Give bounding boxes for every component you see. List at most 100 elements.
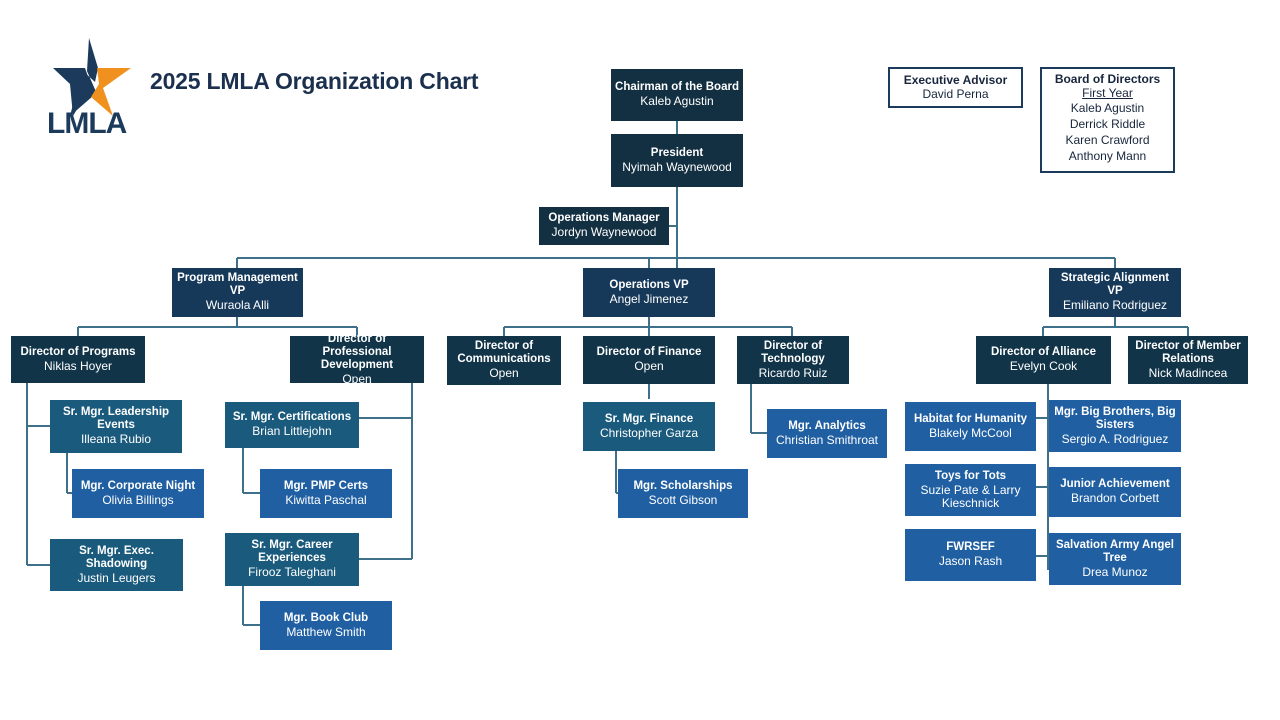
node-title: Habitat for Humanity bbox=[913, 412, 1028, 425]
node-person: Drea Munoz bbox=[1082, 564, 1148, 579]
node-operations-vp[interactable]: Operations VP Angel Jimenez bbox=[583, 268, 715, 317]
lmla-star-logo: LMLA bbox=[47, 38, 131, 134]
node-director-of-member-relations[interactable]: Director of Member Relations Nick Madinc… bbox=[1128, 336, 1248, 384]
node-person: Brandon Corbett bbox=[1070, 491, 1160, 506]
node-title: Director of Professional Development bbox=[320, 332, 394, 371]
node-title: Director of Programs bbox=[20, 345, 136, 358]
node-mgr-book-club[interactable]: Mgr. Book Club Matthew Smith bbox=[260, 601, 392, 650]
node-person: Open bbox=[489, 366, 519, 381]
node-person: Christopher Garza bbox=[599, 425, 699, 440]
panel-title: Board of Directors bbox=[1054, 72, 1161, 86]
node-strategic-alignment-vp[interactable]: Strategic Alignment VP Emiliano Rodrigue… bbox=[1049, 268, 1181, 317]
node-title: Mgr. Corporate Night bbox=[80, 479, 196, 492]
node-title: Director of Member Relations bbox=[1135, 339, 1241, 365]
panel-subtitle: First Year bbox=[1082, 86, 1133, 101]
node-person: Suzie Pate & Larry Kieschnick bbox=[920, 482, 1021, 510]
node-title: Salvation Army Angel Tree bbox=[1055, 538, 1174, 564]
board-member: Derrick Riddle bbox=[1069, 116, 1146, 131]
node-person: Nyimah Waynewood bbox=[622, 159, 732, 174]
node-title: Sr. Mgr. Leadership Events bbox=[62, 406, 170, 432]
node-sr-mgr-career-experiences[interactable]: Sr. Mgr. Career Experiences Firooz Taleg… bbox=[225, 533, 359, 586]
node-person: Open bbox=[634, 359, 664, 374]
node-title: Junior Achievement bbox=[1060, 478, 1170, 491]
node-title: Sr. Mgr. Finance bbox=[604, 412, 694, 425]
node-title: Toys for Tots bbox=[934, 469, 1007, 482]
svg-text:LMLA: LMLA bbox=[47, 107, 127, 134]
node-person: Olivia Billings bbox=[102, 492, 174, 507]
node-director-of-communications[interactable]: Director of Communications Open bbox=[447, 336, 561, 385]
node-title: Director of Technology bbox=[761, 339, 825, 365]
node-person: Ricardo Ruiz bbox=[758, 365, 828, 380]
node-person: Brian Littlejohn bbox=[252, 424, 332, 439]
node-title: Chairman of the Board bbox=[615, 81, 739, 94]
node-person: Christian Smithroat bbox=[775, 432, 879, 447]
node-person: Nick Madincea bbox=[1148, 365, 1228, 380]
node-title: Operations VP bbox=[609, 278, 689, 291]
node-fwrsef[interactable]: FWRSEF Jason Rash bbox=[905, 529, 1036, 581]
node-title: Program Management VP bbox=[177, 272, 298, 298]
node-program-management-vp[interactable]: Program Management VP Wuraola Alli bbox=[172, 268, 303, 317]
node-title: Mgr. Scholarships bbox=[633, 479, 733, 492]
node-toys-for-tots[interactable]: Toys for Tots Suzie Pate & Larry Kieschn… bbox=[905, 464, 1036, 516]
node-title: Director of Finance bbox=[596, 346, 702, 359]
node-chairman[interactable]: Chairman of the Board Kaleb Agustin bbox=[611, 69, 743, 121]
node-title: Mgr. Big Brothers, Big Sisters bbox=[1054, 405, 1176, 431]
node-director-of-technology[interactable]: Director of Technology Ricardo Ruiz bbox=[737, 336, 849, 384]
node-person: Scott Gibson bbox=[648, 492, 718, 507]
node-person: Illeana Rubio bbox=[80, 432, 152, 447]
node-person: Kaleb Agustin bbox=[640, 94, 714, 109]
node-person: Jordyn Waynewood bbox=[551, 225, 657, 240]
node-sr-mgr-finance[interactable]: Sr. Mgr. Finance Christopher Garza bbox=[583, 402, 715, 451]
node-sr-mgr-leadership-events[interactable]: Sr. Mgr. Leadership Events Illeana Rubio bbox=[50, 400, 182, 453]
node-mgr-scholarships[interactable]: Mgr. Scholarships Scott Gibson bbox=[618, 469, 748, 518]
node-person: Jason Rash bbox=[938, 554, 1003, 569]
node-title: Mgr. Book Club bbox=[283, 611, 369, 624]
node-title: Director of Alliance bbox=[990, 346, 1097, 359]
node-title: Mgr. Analytics bbox=[788, 419, 866, 432]
node-mgr-pmp-certs[interactable]: Mgr. PMP Certs Kiwitta Paschal bbox=[260, 469, 392, 518]
node-person: Justin Leugers bbox=[77, 570, 156, 585]
node-director-of-programs[interactable]: Director of Programs Niklas Hoyer bbox=[11, 336, 145, 383]
node-director-of-alliance[interactable]: Director of Alliance Evelyn Cook bbox=[976, 336, 1111, 384]
node-president[interactable]: President Nyimah Waynewood bbox=[611, 134, 743, 187]
board-member: Anthony Mann bbox=[1068, 148, 1147, 163]
node-title: Sr. Mgr. Career Experiences bbox=[251, 539, 333, 565]
node-sr-mgr-certifications[interactable]: Sr. Mgr. Certifications Brian Littlejohn bbox=[225, 402, 359, 448]
panel-executive-advisor[interactable]: Executive Advisor David Perna bbox=[888, 67, 1023, 108]
node-person: Matthew Smith bbox=[286, 624, 366, 639]
node-salvation-army-angel-tree[interactable]: Salvation Army Angel Tree Drea Munoz bbox=[1049, 533, 1181, 585]
node-mgr-analytics[interactable]: Mgr. Analytics Christian Smithroat bbox=[767, 409, 887, 458]
panel-board-of-directors[interactable]: Board of Directors First Year Kaleb Agus… bbox=[1040, 67, 1175, 173]
node-title: Director of Communications bbox=[457, 340, 551, 366]
node-title: Sr. Mgr. Certifications bbox=[232, 411, 352, 424]
node-person: Evelyn Cook bbox=[1009, 359, 1078, 374]
node-person: Open bbox=[342, 371, 372, 386]
node-person: Wuraola Alli bbox=[205, 298, 270, 313]
node-title: Strategic Alignment VP bbox=[1060, 272, 1170, 298]
board-member: Kaleb Agustin bbox=[1070, 100, 1145, 115]
node-person: Kiwitta Paschal bbox=[285, 492, 367, 507]
node-person: Angel Jimenez bbox=[609, 291, 689, 306]
node-title: President bbox=[650, 146, 704, 159]
page-title: 2025 LMLA Organization Chart bbox=[150, 68, 479, 94]
node-operations-manager[interactable]: Operations Manager Jordyn Waynewood bbox=[539, 207, 669, 245]
node-director-of-finance[interactable]: Director of Finance Open bbox=[583, 336, 715, 384]
node-title: Mgr. PMP Certs bbox=[283, 479, 369, 492]
node-sr-mgr-exec-shadowing[interactable]: Sr. Mgr. Exec. Shadowing Justin Leugers bbox=[50, 539, 183, 591]
node-junior-achievement[interactable]: Junior Achievement Brandon Corbett bbox=[1049, 467, 1181, 517]
node-person: Niklas Hoyer bbox=[43, 358, 112, 373]
node-title: FWRSEF bbox=[946, 541, 995, 554]
node-title: Operations Manager bbox=[548, 212, 660, 225]
node-director-of-professional-development[interactable]: Director of Professional Development Ope… bbox=[290, 332, 424, 386]
node-person: Sergio A. Rodriguez bbox=[1061, 431, 1169, 446]
node-person: Firooz Taleghani bbox=[248, 565, 336, 580]
board-member: Karen Crawford bbox=[1065, 132, 1150, 147]
node-person: Blakely McCool bbox=[929, 425, 1012, 440]
panel-person: David Perna bbox=[922, 87, 989, 101]
node-habitat-for-humanity[interactable]: Habitat for Humanity Blakely McCool bbox=[905, 402, 1036, 451]
node-mgr-corporate-night[interactable]: Mgr. Corporate Night Olivia Billings bbox=[72, 469, 204, 518]
node-title: Sr. Mgr. Exec. Shadowing bbox=[79, 544, 154, 570]
node-mgr-big-brothers-big-sisters[interactable]: Mgr. Big Brothers, Big Sisters Sergio A.… bbox=[1049, 400, 1181, 452]
